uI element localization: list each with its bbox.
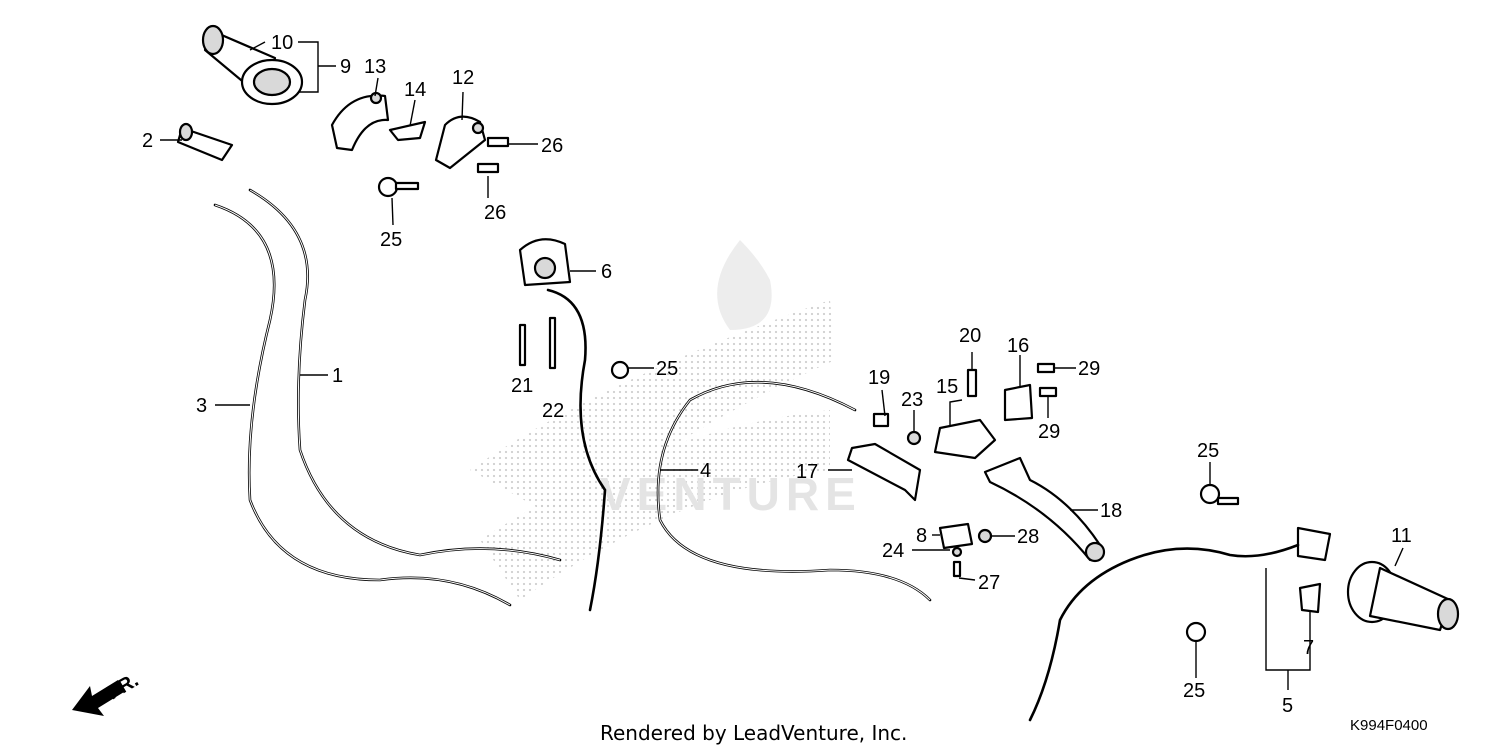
callout-14: 14 xyxy=(404,79,426,101)
screw-part xyxy=(476,136,510,174)
bolt-part xyxy=(518,316,557,370)
callout-8: 8 xyxy=(916,525,927,547)
clutch-switch-part xyxy=(938,522,974,550)
throttle-housing-lower-part xyxy=(434,115,487,170)
callout-26b: 26 xyxy=(484,202,506,224)
throttle-housing-upper-part xyxy=(330,91,390,152)
washer-part xyxy=(977,528,993,544)
callout-12: 12 xyxy=(452,67,474,89)
callout-25b: 25 xyxy=(656,358,678,380)
callout-20: 20 xyxy=(959,325,981,347)
callout-10: 10 xyxy=(271,32,293,54)
callout-25c: 25 xyxy=(1197,440,1219,462)
cable-cover-part xyxy=(176,122,234,162)
callout-26a: 26 xyxy=(541,135,563,157)
callout-24: 24 xyxy=(882,540,904,562)
lever-cover-part xyxy=(846,442,922,502)
flame-watermark-icon xyxy=(717,240,772,330)
callout-11: 11 xyxy=(1391,525,1412,547)
callout-15: 15 xyxy=(936,376,958,398)
callout-3: 3 xyxy=(196,395,207,417)
callout-29b: 29 xyxy=(1038,421,1060,443)
leader-lines xyxy=(160,41,1404,690)
callout-18: 18 xyxy=(1100,500,1122,522)
callout-28: 28 xyxy=(1017,526,1039,548)
callout-29a: 29 xyxy=(1078,358,1100,380)
callout-25d: 25 xyxy=(1183,680,1205,702)
lever-bracket-part xyxy=(933,418,997,460)
callout-5: 5 xyxy=(1282,695,1293,717)
callout-13: 13 xyxy=(364,56,386,78)
pivot-bolt-part xyxy=(872,412,890,428)
clutch-lever-part xyxy=(983,456,1102,562)
left-grip-part xyxy=(1346,560,1460,632)
callout-23: 23 xyxy=(901,389,923,411)
callout-25a: 25 xyxy=(380,229,402,251)
throttle-grip-part xyxy=(201,24,304,106)
nut-part xyxy=(906,430,922,446)
switch-clamp-part xyxy=(1298,582,1322,614)
callout-22: 22 xyxy=(542,400,564,422)
callout-19: 19 xyxy=(868,367,890,389)
stop-switch-wire xyxy=(546,288,607,612)
front-arrow-icon xyxy=(72,680,124,716)
callout-27: 27 xyxy=(978,572,1000,594)
callout-16: 16 xyxy=(1007,335,1029,357)
callout-6: 6 xyxy=(601,261,612,283)
engine-stop-switch-part xyxy=(518,238,572,287)
switch-harness xyxy=(1028,543,1300,722)
callout-1: 1 xyxy=(332,365,343,387)
holder-bolt-part xyxy=(1038,386,1058,398)
diagram-code: K994F0400 xyxy=(1350,717,1428,734)
front-direction-marker: FR. xyxy=(72,669,142,716)
throttle-cable-a xyxy=(248,188,562,562)
switch-screw-part xyxy=(952,560,962,578)
bracket-bolt-part xyxy=(966,368,978,398)
callout-21: 21 xyxy=(511,375,533,397)
watermark-text: VENTURE xyxy=(600,468,862,520)
switch-assembly-part xyxy=(1296,526,1332,562)
cable-holder-part xyxy=(388,120,427,142)
throttle-cable-b xyxy=(213,203,512,607)
callout-2: 2 xyxy=(142,130,153,152)
holder-bolt-part xyxy=(1036,362,1056,374)
watermark: VENTURE xyxy=(470,240,862,600)
footer-credit: Rendered by LeadVenture, Inc. xyxy=(600,721,907,745)
callout-17: 17 xyxy=(796,461,818,483)
callout-4: 4 xyxy=(700,460,711,482)
washer-part xyxy=(951,546,963,558)
clutch-cable xyxy=(656,380,932,602)
callout-9: 9 xyxy=(340,56,351,78)
lever-holder-part xyxy=(1003,383,1034,422)
callouts: 10 9 13 12 14 2 26 26 25 6 25 1 21 22 3 … xyxy=(142,32,1412,717)
cable-clip-part xyxy=(377,176,1240,643)
callout-7: 7 xyxy=(1303,637,1314,659)
